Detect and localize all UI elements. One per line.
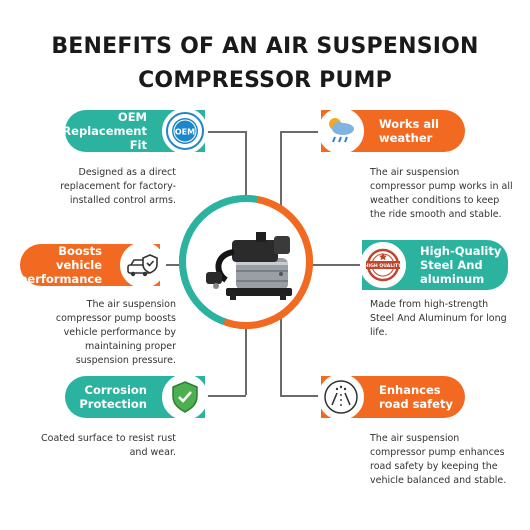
benefit-quality-line1: High-Quality <box>420 244 502 258</box>
benefit-corrosion-desc: Coated surface to resist rust and wear. <box>30 432 176 460</box>
benefit-corrosion-line1: Corrosion <box>84 383 147 397</box>
compressor-image <box>186 202 306 322</box>
quality-stamp-icon: HIGH QUALITY <box>360 242 406 288</box>
desc-line: Coated surface to resist rust <box>41 433 176 444</box>
desc-line: compressor pump enhances <box>370 447 505 458</box>
desc-line: compressor pump boosts <box>55 313 176 324</box>
benefit-safety-desc: The air suspension compressor pump enhan… <box>370 432 520 488</box>
desc-line: Steel And Aluminum for long <box>370 313 507 324</box>
connector-quality <box>312 264 362 266</box>
desc-line: The air suspension <box>370 167 460 178</box>
title-line-2: COMPRESSOR PUMP <box>138 68 392 93</box>
benefit-oem-line1: OEM <box>117 110 147 124</box>
benefit-safety-line1: Enhances <box>379 383 441 397</box>
desc-line: life. <box>370 327 388 338</box>
desc-line: vehicle balanced and stable. <box>370 475 507 486</box>
road-safety-icon <box>318 374 364 420</box>
connector-corrosion <box>205 395 246 397</box>
benefit-weather-desc: The air suspension compressor pump works… <box>370 166 520 222</box>
oem-badge-icon: OEM <box>162 108 208 154</box>
desc-line: compressor pump works in all <box>370 181 513 192</box>
benefit-performance-desc: The air suspension compressor pump boost… <box>40 298 176 368</box>
benefit-corrosion-line2: Protection <box>79 397 147 411</box>
connector-oem <box>205 131 246 133</box>
desc-line: The air suspension <box>86 299 176 310</box>
desc-line: The air suspension <box>370 433 460 444</box>
compressor-pump-icon <box>206 232 292 300</box>
connector-weather-v <box>280 131 282 208</box>
desc-line: installed control arms. <box>69 195 176 206</box>
connector-safety-h <box>280 395 321 397</box>
center-product-ring <box>179 195 313 329</box>
desc-line: and wear. <box>129 447 176 458</box>
desc-line: Designed as a direct <box>78 167 177 178</box>
car-shield-icon <box>120 242 166 288</box>
benefit-quality-line3: aluminum <box>420 272 485 286</box>
benefit-quality-line2: Steel And <box>420 258 483 272</box>
title-line-1: BENEFITS OF AN AIR SUSPENSION <box>51 34 479 59</box>
connector-weather-h <box>280 131 321 133</box>
benefit-oem-desc: Designed as a direct replacement for fac… <box>40 166 176 208</box>
desc-line: the ride smooth and stable. <box>370 209 502 220</box>
desc-line: suspension pressure. <box>75 355 176 366</box>
page-title: BENEFITS OF AN AIR SUSPENSION COMPRESSOR… <box>0 30 530 98</box>
oem-badge-text: OEM <box>175 128 195 137</box>
desc-line: replacement for factory- <box>60 181 176 192</box>
shield-check-icon <box>162 374 208 420</box>
benefit-weather-line1: Works all <box>379 117 439 131</box>
connector-boosts <box>160 264 180 266</box>
benefit-performance-line1: Boosts vehicle <box>56 244 102 272</box>
benefit-performance-line2: performance <box>19 272 102 286</box>
desc-line: weather conditions to keep <box>370 195 500 206</box>
benefit-weather-line2: weather <box>379 131 433 145</box>
benefit-quality-desc: Made from high-strength Steel And Alumin… <box>370 298 520 340</box>
desc-line: vehicle performance by <box>63 327 176 338</box>
connector-vertical-bottom <box>245 329 247 395</box>
desc-line: Made from high-strength <box>370 299 489 310</box>
quality-stamp-text: HIGH QUALITY <box>365 263 403 269</box>
desc-line: maintaining proper <box>85 341 176 352</box>
connector-vertical-top <box>245 131 247 196</box>
connector-safety-v <box>280 318 282 396</box>
benefit-safety-line2: road safety <box>379 397 453 411</box>
desc-line: road safety by keeping the <box>370 461 498 472</box>
weather-icon <box>318 108 364 154</box>
benefit-oem-line2: Replacement Fit <box>62 124 147 152</box>
